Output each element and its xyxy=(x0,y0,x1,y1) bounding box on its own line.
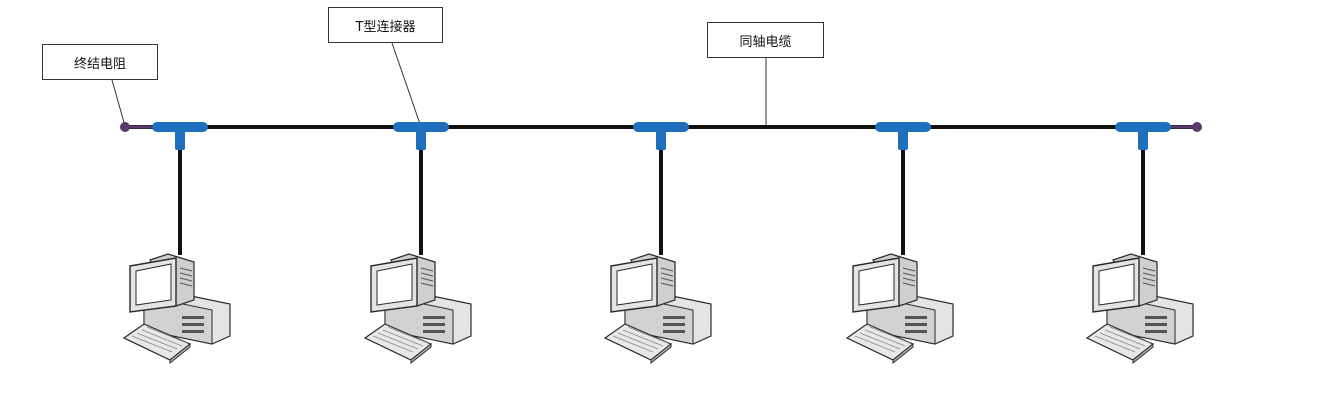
t-connector-bar xyxy=(152,122,208,132)
keyboard-key-row xyxy=(131,335,173,353)
monitor-screen xyxy=(135,263,172,306)
drive-slot xyxy=(423,330,445,333)
computer-icon xyxy=(1085,253,1194,365)
monitor-screen xyxy=(1098,263,1135,306)
drive-slot xyxy=(663,323,685,326)
vent-line xyxy=(660,272,674,277)
keyboard-edge xyxy=(892,342,914,365)
computer-icon xyxy=(603,253,712,365)
keyboard-edge xyxy=(410,342,432,365)
t-connector-leader-line xyxy=(391,42,421,125)
vent-line xyxy=(179,277,193,282)
vent-line xyxy=(660,277,674,282)
vent-line xyxy=(179,272,193,277)
vent-line xyxy=(179,282,193,287)
drive-slot xyxy=(905,330,927,333)
right-terminator xyxy=(1192,122,1202,132)
keyboard-key-row xyxy=(612,335,654,353)
vent-line xyxy=(1142,267,1156,272)
keyboard-key-row xyxy=(617,332,659,350)
keyboard-edge xyxy=(650,342,672,365)
monitor-screen xyxy=(376,263,413,306)
vent-line xyxy=(902,272,916,277)
vent-line xyxy=(1142,277,1156,282)
vent-line xyxy=(420,267,434,272)
terminator-label: 终结电阻 xyxy=(42,44,158,80)
vent-line xyxy=(1142,282,1156,287)
monitor-screen xyxy=(858,263,895,306)
t-connector-bar xyxy=(393,122,449,132)
drive-slot xyxy=(905,316,927,319)
drive-slot xyxy=(1145,323,1167,326)
drive-slot xyxy=(1145,316,1167,319)
keyboard-key-row xyxy=(859,332,901,350)
keyboard-key-row xyxy=(869,326,911,344)
keyboard-key-row xyxy=(382,329,424,347)
vent-line xyxy=(902,277,916,282)
terminator-leader-line xyxy=(111,79,126,127)
network-node-3 xyxy=(603,122,712,365)
network-node-5 xyxy=(1085,122,1194,365)
keyboard-key-row xyxy=(387,326,429,344)
vent-line xyxy=(902,282,916,287)
keyboard-key-row xyxy=(1099,332,1141,350)
computer-icon xyxy=(845,253,954,365)
vent-line xyxy=(660,267,674,272)
left-terminator xyxy=(120,122,130,132)
keyboard-edge xyxy=(169,342,191,365)
vent-line xyxy=(660,282,674,287)
keyboard-key-row xyxy=(627,326,669,344)
t-connector-stem xyxy=(898,130,908,150)
drive-slot xyxy=(1145,330,1167,333)
vent-line xyxy=(1142,272,1156,277)
keyboard-key-row xyxy=(864,329,906,347)
t-connector-stem xyxy=(416,130,426,150)
drive-slot xyxy=(182,316,204,319)
keyboard-key-row xyxy=(854,335,896,353)
t-connector-stem xyxy=(656,130,666,150)
drive-slot xyxy=(663,330,685,333)
drive-slot xyxy=(423,316,445,319)
keyboard-key-row xyxy=(622,329,664,347)
drive-slot xyxy=(182,330,204,333)
keyboard-key-row xyxy=(136,332,178,350)
computer-icon xyxy=(363,253,472,365)
computer-icon xyxy=(122,253,231,365)
vent-line xyxy=(420,282,434,287)
network-node-2 xyxy=(363,122,472,365)
t-connector-stem xyxy=(1138,130,1148,150)
t-connector-bar xyxy=(1115,122,1171,132)
keyboard-key-row xyxy=(1104,329,1146,347)
drive-slot xyxy=(905,323,927,326)
t-connector-bar xyxy=(633,122,689,132)
keyboard-key-row xyxy=(377,332,419,350)
vent-line xyxy=(420,277,434,282)
t-connector-bar xyxy=(875,122,931,132)
vent-line xyxy=(179,267,193,272)
network-node-1 xyxy=(122,122,231,365)
drive-slot xyxy=(663,316,685,319)
keyboard-key-row xyxy=(141,329,183,347)
t-connector-label: T型连接器 xyxy=(328,7,443,43)
keyboard-key-row xyxy=(372,335,414,353)
network-node-4 xyxy=(845,122,954,365)
drive-slot xyxy=(182,323,204,326)
t-connector-stem xyxy=(175,130,185,150)
drive-slot xyxy=(423,323,445,326)
keyboard-edge xyxy=(1132,342,1154,365)
keyboard-key-row xyxy=(146,326,188,344)
vent-line xyxy=(420,272,434,277)
coax-cable-label: 同轴电缆 xyxy=(707,22,824,58)
keyboard-key-row xyxy=(1094,335,1136,353)
vent-line xyxy=(902,267,916,272)
keyboard-key-row xyxy=(1109,326,1151,344)
monitor-screen xyxy=(616,263,653,306)
